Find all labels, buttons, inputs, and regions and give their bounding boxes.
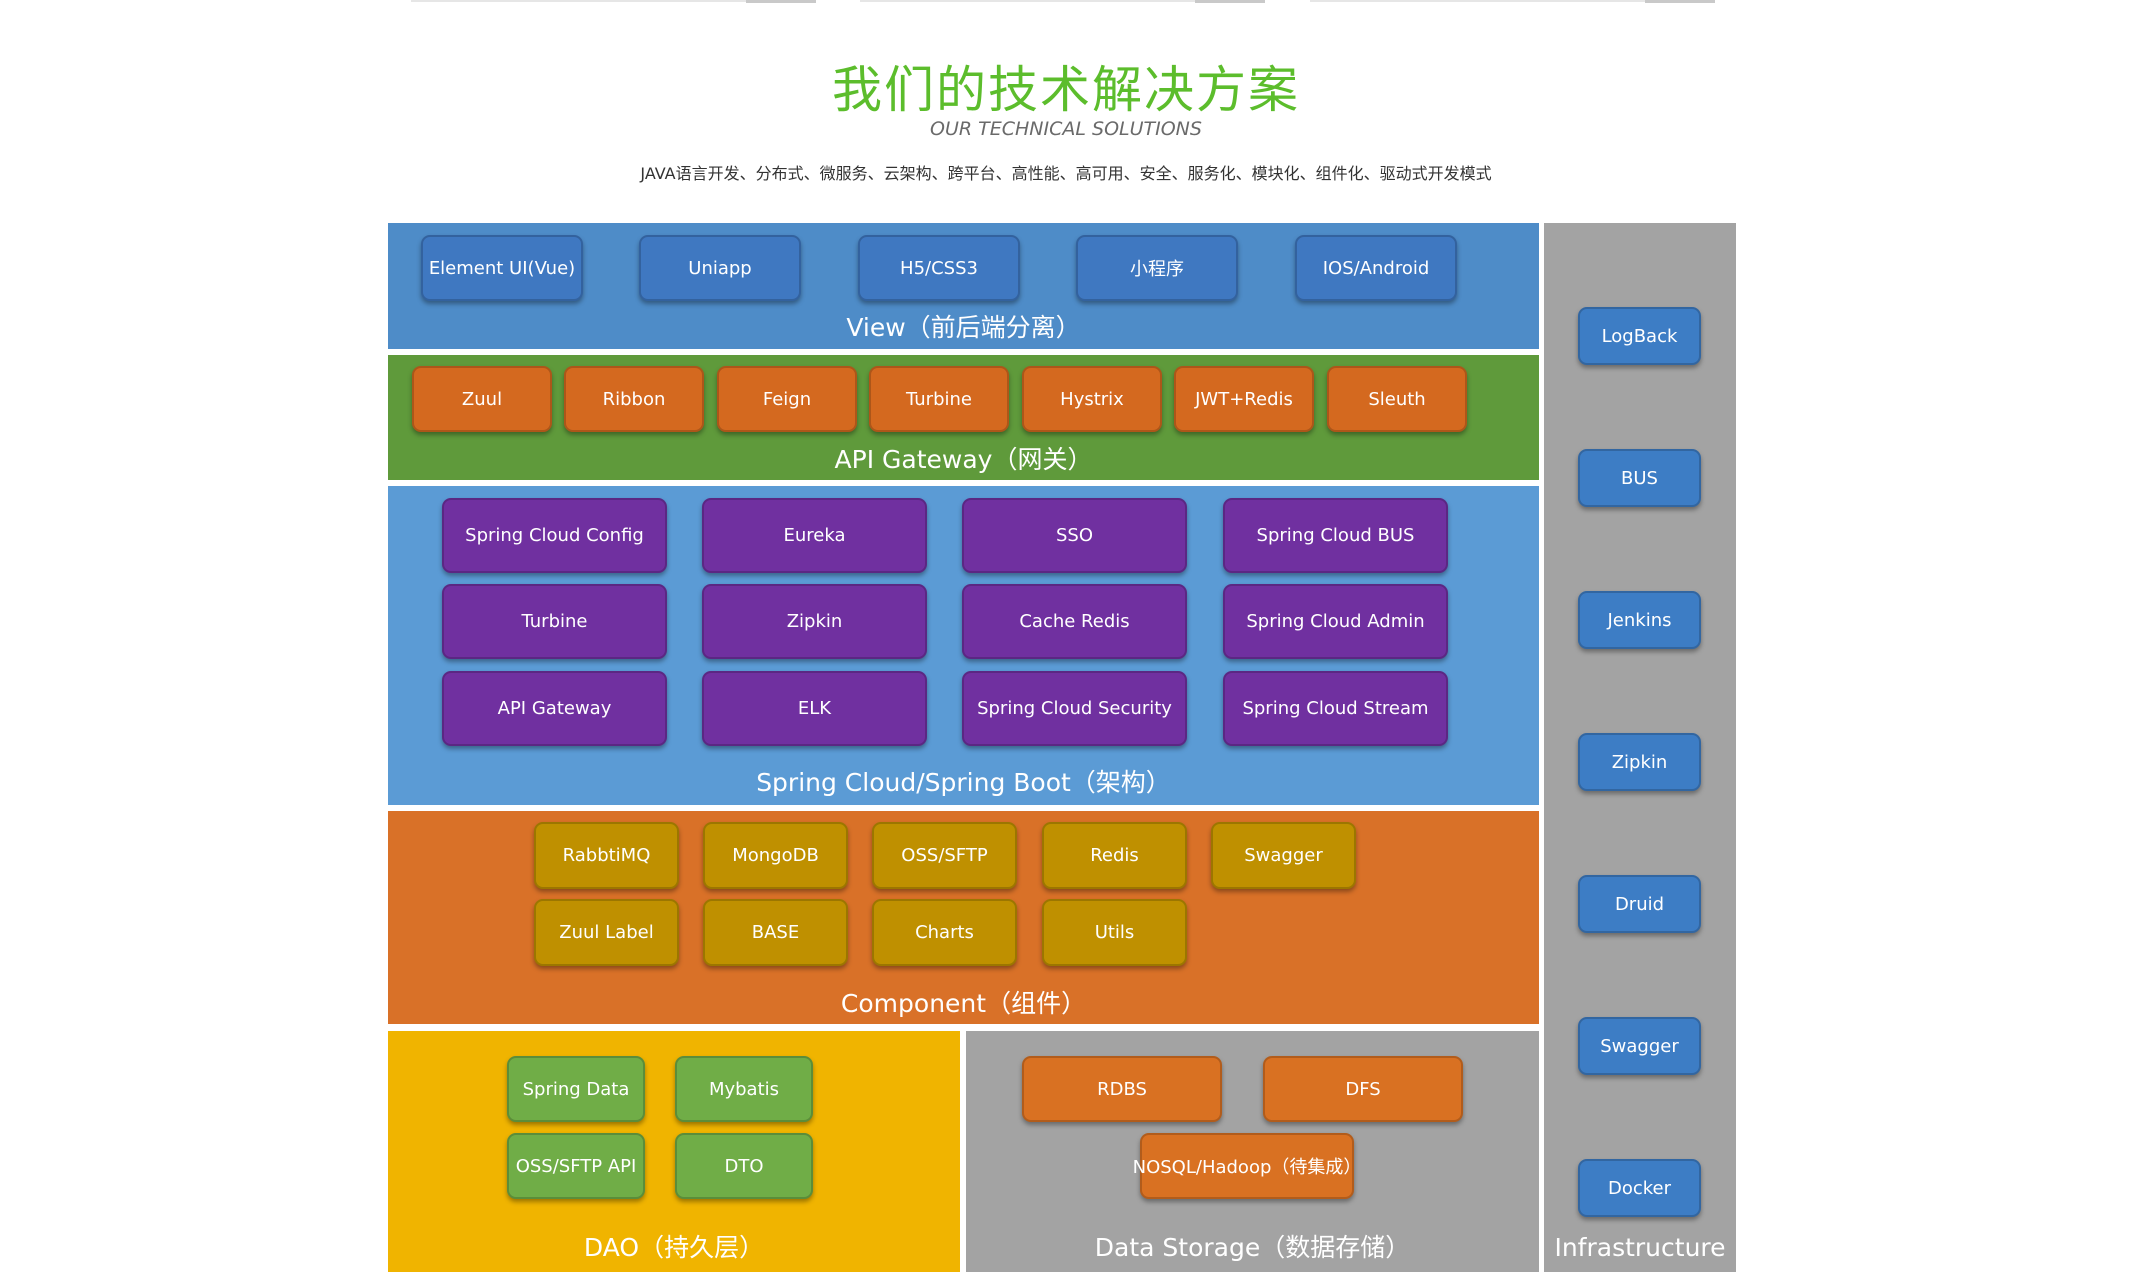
component-item: Utils bbox=[1042, 899, 1187, 966]
top-divider-mark-1 bbox=[746, 0, 816, 3]
spring-item: Zipkin bbox=[702, 584, 927, 659]
view-item: 小程序 bbox=[1076, 235, 1238, 301]
component-item: Redis bbox=[1042, 822, 1187, 889]
component-label: Component（组件） bbox=[840, 989, 1087, 1018]
spring-item: Eureka bbox=[702, 498, 927, 573]
gateway-item: Turbine bbox=[869, 366, 1009, 432]
view-item: Element UI(Vue) bbox=[421, 235, 583, 301]
page-subtitle: OUR TECHNICAL SOLUTIONS bbox=[930, 118, 1202, 140]
gateway-section: Zuul Ribbon Feign Turbine Hystrix JWT+Re… bbox=[388, 355, 1539, 480]
infrastructure-item: LogBack bbox=[1578, 307, 1701, 365]
dao-item: OSS/SFTP API bbox=[507, 1133, 645, 1199]
gateway-item: Ribbon bbox=[564, 366, 704, 432]
spring-item: Cache Redis bbox=[962, 584, 1187, 659]
spring-item: Turbine bbox=[442, 584, 667, 659]
view-label: View（前后端分离） bbox=[846, 313, 1081, 342]
page-tagline: JAVA语言开发、分布式、微服务、云架构、跨平台、高性能、高可用、安全、服务化、… bbox=[640, 164, 1492, 183]
gateway-item: Feign bbox=[717, 366, 857, 432]
spring-item: Spring Cloud Security bbox=[962, 671, 1187, 746]
spring-item: API Gateway bbox=[442, 671, 667, 746]
infrastructure-item: Zipkin bbox=[1578, 733, 1701, 791]
infrastructure-item: Docker bbox=[1578, 1159, 1701, 1217]
spring-item: ELK bbox=[702, 671, 927, 746]
gateway-item: Sleuth bbox=[1327, 366, 1467, 432]
infrastructure-item: Druid bbox=[1578, 875, 1701, 933]
storage-item: RDBS bbox=[1022, 1056, 1222, 1122]
component-item: Swagger bbox=[1211, 822, 1356, 889]
dao-item: Mybatis bbox=[675, 1056, 813, 1122]
storage-section: RDBS DFS NOSQL/Hadoop（待集成） Data Storage（… bbox=[966, 1031, 1539, 1272]
top-divider-1 bbox=[411, 0, 816, 2]
component-item: RabbtiMQ bbox=[534, 822, 679, 889]
component-item: BASE bbox=[703, 899, 848, 966]
gateway-item: JWT+Redis bbox=[1174, 366, 1314, 432]
top-divider-mark-3 bbox=[1645, 0, 1715, 3]
view-item: H5/CSS3 bbox=[858, 235, 1020, 301]
infrastructure-label: Infrastructure bbox=[1554, 1233, 1726, 1262]
gateway-item: Hystrix bbox=[1022, 366, 1162, 432]
dao-item: DTO bbox=[675, 1133, 813, 1199]
infrastructure-item: BUS bbox=[1578, 449, 1701, 507]
top-divider-mark-2 bbox=[1195, 0, 1265, 3]
gateway-label: API Gateway（网关） bbox=[834, 445, 1093, 474]
component-item: OSS/SFTP bbox=[872, 822, 1017, 889]
dao-label: DAO（持久层） bbox=[583, 1233, 765, 1262]
infrastructure-item: Swagger bbox=[1578, 1017, 1701, 1075]
storage-item: DFS bbox=[1263, 1056, 1463, 1122]
view-item: IOS/Android bbox=[1295, 235, 1457, 301]
dao-section: Spring Data Mybatis OSS/SFTP API DTO DAO… bbox=[388, 1031, 960, 1272]
top-divider-3 bbox=[1310, 0, 1715, 2]
component-item: MongoDB bbox=[703, 822, 848, 889]
top-divider-2 bbox=[860, 0, 1265, 2]
spring-item: Spring Cloud Stream bbox=[1223, 671, 1448, 746]
spring-item: Spring Cloud BUS bbox=[1223, 498, 1448, 573]
component-item: Zuul Label bbox=[534, 899, 679, 966]
component-section: RabbtiMQ MongoDB OSS/SFTP Redis Swagger … bbox=[388, 811, 1539, 1024]
storage-label: Data Storage（数据存储） bbox=[1094, 1233, 1411, 1262]
gateway-item: Zuul bbox=[412, 366, 552, 432]
spring-section: Spring Cloud Config Eureka SSO Spring Cl… bbox=[388, 486, 1539, 805]
view-section: Element UI(Vue) Uniapp H5/CSS3 小程序 IOS/A… bbox=[388, 223, 1539, 349]
spring-item: SSO bbox=[962, 498, 1187, 573]
infrastructure-item: Jenkins bbox=[1578, 591, 1701, 649]
spring-label: Spring Cloud/Spring Boot（架构） bbox=[756, 768, 1171, 797]
storage-item: NOSQL/Hadoop（待集成） bbox=[1133, 1133, 1361, 1199]
dao-item: Spring Data bbox=[507, 1056, 645, 1122]
infrastructure-section: LogBack BUS Jenkins Zipkin Druid Swagger… bbox=[1544, 223, 1736, 1272]
spring-item: Spring Cloud Admin bbox=[1223, 584, 1448, 659]
page-title: 我们的技术解决方案 bbox=[832, 61, 1300, 119]
spring-item: Spring Cloud Config bbox=[442, 498, 667, 573]
view-item: Uniapp bbox=[639, 235, 801, 301]
component-item: Charts bbox=[872, 899, 1017, 966]
